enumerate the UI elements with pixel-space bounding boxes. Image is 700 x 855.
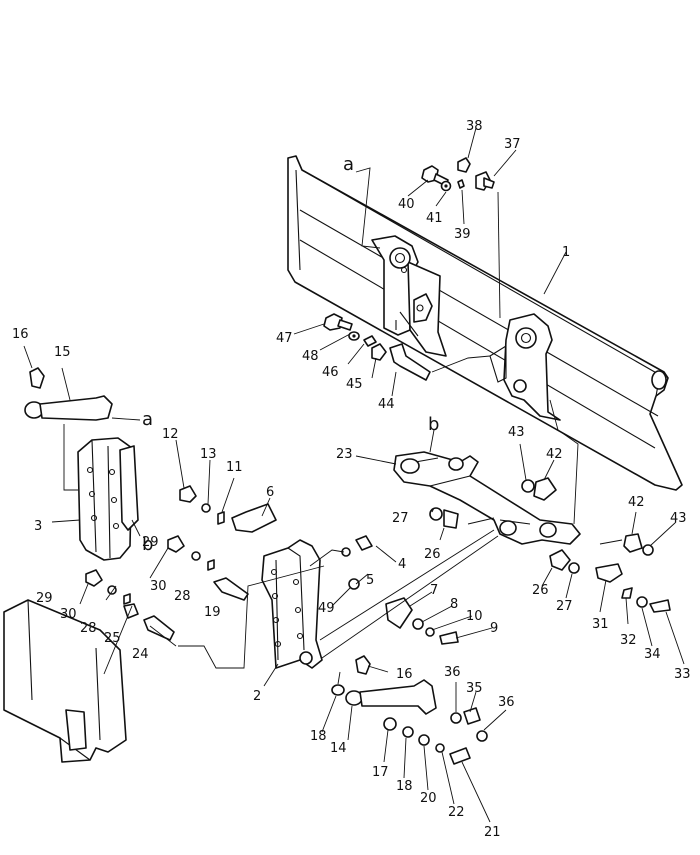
callout-21: 21 (484, 825, 501, 840)
callout-31: 31 (592, 617, 609, 632)
ref-letter-a-top: a (343, 154, 354, 175)
callout-19: 19 (204, 605, 221, 620)
callout-26a: 26 (424, 547, 441, 562)
callout-33: 33 (674, 667, 691, 682)
callout-23: 23 (336, 447, 353, 462)
callout-18a: 18 (310, 729, 327, 744)
callout-26b: 26 (532, 583, 549, 598)
callout-32: 32 (620, 633, 637, 648)
callout-42b: 42 (628, 495, 645, 510)
callout-17: 17 (372, 765, 389, 780)
callout-7: 7 (430, 583, 438, 598)
callout-40: 40 (398, 197, 415, 212)
ref-letter-b-top: b (428, 414, 439, 435)
callout-10: 10 (466, 609, 483, 624)
callout-29a: 29 (142, 535, 159, 550)
callout-8: 8 (450, 597, 458, 612)
callout-6: 6 (266, 485, 274, 500)
callout-34: 34 (644, 647, 661, 662)
ref-letter-a-left: a (142, 409, 153, 430)
callout-30b: 30 (60, 607, 77, 622)
callout-36b: 36 (498, 695, 515, 710)
callout-13: 13 (200, 447, 217, 462)
callout-42a: 42 (546, 447, 563, 462)
callout-4: 4 (398, 557, 406, 572)
callout-18b: 18 (396, 779, 413, 794)
callout-29b: 29 (36, 591, 53, 606)
main-frame (3, 599, 127, 763)
callout-39: 39 (454, 227, 471, 242)
callout-28b: 28 (80, 621, 97, 636)
callout-28a: 28 (174, 589, 191, 604)
callout-12: 12 (162, 427, 179, 442)
callout-22: 22 (448, 805, 465, 820)
callout-49: 49 (318, 601, 335, 616)
callout-30a: 30 (150, 579, 167, 594)
callout-16a: 16 (12, 327, 29, 342)
ref-letter-b-left: b (142, 534, 153, 555)
callout-27a: 27 (392, 511, 409, 526)
push-arm (393, 451, 581, 545)
callout-14: 14 (330, 741, 347, 756)
blade-bracket-right (489, 313, 561, 421)
callout-27b: 27 (556, 599, 573, 614)
callout-25: 25 (104, 631, 121, 646)
callout-9: 9 (490, 621, 498, 636)
callout-43a: 43 (508, 425, 525, 440)
callout-numbers: 1 2 3 4 5 6 7 8 9 10 11 12 13 14 15 16 1… (12, 119, 691, 840)
callout-38: 38 (466, 119, 483, 134)
lift-arm-14 (345, 655, 437, 715)
callout-24: 24 (132, 647, 149, 662)
callout-48: 48 (302, 349, 319, 364)
blade-bracket-left (371, 235, 447, 357)
callout-46: 46 (322, 365, 339, 380)
lift-arm-15 (24, 367, 113, 421)
callout-1: 1 (562, 245, 570, 260)
callout-15: 15 (54, 345, 71, 360)
bushings-right (429, 477, 671, 613)
callout-5: 5 (366, 573, 374, 588)
callout-45: 45 (346, 377, 363, 392)
callout-16b: 16 (396, 667, 413, 682)
small-fasteners (85, 485, 488, 765)
frame-bracket (261, 539, 323, 669)
callout-20: 20 (420, 791, 437, 806)
callout-43b: 43 (670, 511, 687, 526)
callout-37: 37 (504, 137, 521, 152)
top-fasteners (421, 157, 495, 192)
callout-3: 3 (34, 519, 42, 534)
pins (143, 503, 413, 641)
callout-41: 41 (426, 211, 443, 226)
callout-47: 47 (276, 331, 293, 346)
callout-11: 11 (226, 460, 243, 475)
callout-2: 2 (253, 689, 261, 704)
callout-35: 35 (466, 681, 483, 696)
side-bracket (77, 437, 139, 561)
leader-lines (23, 127, 685, 823)
callout-44: 44 (378, 397, 395, 412)
reference-letters: a a b b (142, 154, 439, 555)
callout-36a: 36 (444, 665, 461, 680)
pin-group-upper (323, 313, 431, 381)
